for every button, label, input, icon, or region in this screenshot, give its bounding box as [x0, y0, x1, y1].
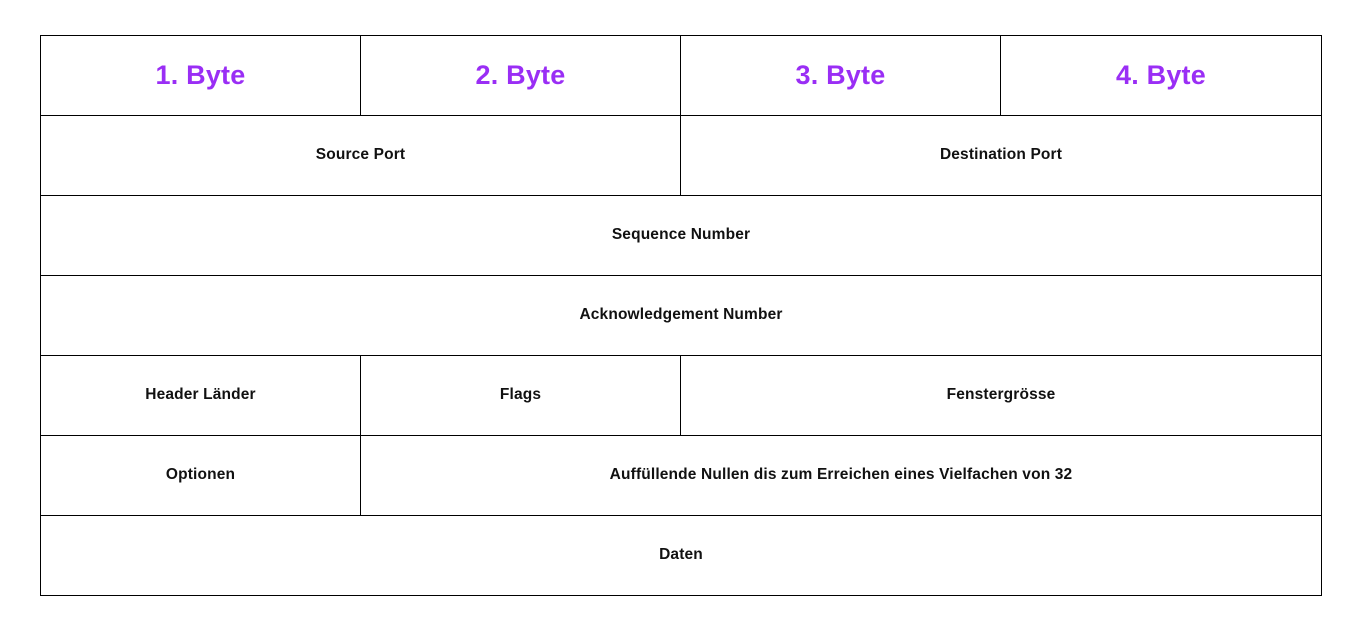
byte-header-row: 1. Byte 2. Byte 3. Byte 4. Byte [40, 35, 1322, 116]
byte-header-cell-3: 3. Byte [680, 35, 1001, 116]
field-label: Flags [499, 386, 542, 404]
field-label: Destination Port [939, 146, 1063, 164]
field-cell-acknowledgement-number: Acknowledgement Number [40, 275, 1322, 356]
byte-header-label: 4. Byte [1116, 60, 1206, 91]
field-label: Header Länder [145, 386, 256, 404]
byte-header-cell-1: 1. Byte [40, 35, 361, 116]
field-cell-flags: Flags [360, 355, 681, 436]
byte-header-cell-2: 2. Byte [360, 35, 681, 116]
field-cell-destination-port: Destination Port [680, 115, 1322, 196]
field-cell-sequence-number: Sequence Number [40, 195, 1322, 276]
byte-header-label: 2. Byte [475, 60, 566, 91]
ports-row: Source Port Destination Port [40, 115, 1322, 196]
acknowledgement-number-row: Acknowledgement Number [40, 275, 1322, 356]
field-label: Source Port [315, 146, 406, 164]
flags-row: Header Länder Flags Fenstergrösse [40, 355, 1322, 436]
options-row: Optionen Auffüllende Nullen dis zum Errei… [40, 435, 1322, 516]
field-label: Acknowledgement Number [579, 306, 783, 324]
field-label: Optionen [165, 466, 236, 484]
byte-header-label: 3. Byte [795, 60, 886, 91]
field-cell-header-laender: Header Länder [40, 355, 361, 436]
field-cell-optionen: Optionen [40, 435, 361, 516]
field-label: Auffüllende Nullen dis zum Erreichen ein… [609, 466, 1073, 484]
sequence-number-row: Sequence Number [40, 195, 1322, 276]
field-cell-padding: Auffüllende Nullen dis zum Erreichen ein… [360, 435, 1322, 516]
field-label: Daten [659, 546, 703, 564]
byte-header-label: 1. Byte [155, 60, 246, 91]
field-label: Sequence Number [611, 226, 751, 244]
field-cell-daten: Daten [40, 515, 1322, 596]
byte-header-cell-4: 4. Byte [1000, 35, 1322, 116]
data-row: Daten [40, 515, 1322, 596]
field-label: Fenstergrösse [946, 386, 1056, 404]
field-cell-source-port: Source Port [40, 115, 681, 196]
field-cell-fenstergroesse: Fenstergrösse [680, 355, 1322, 436]
